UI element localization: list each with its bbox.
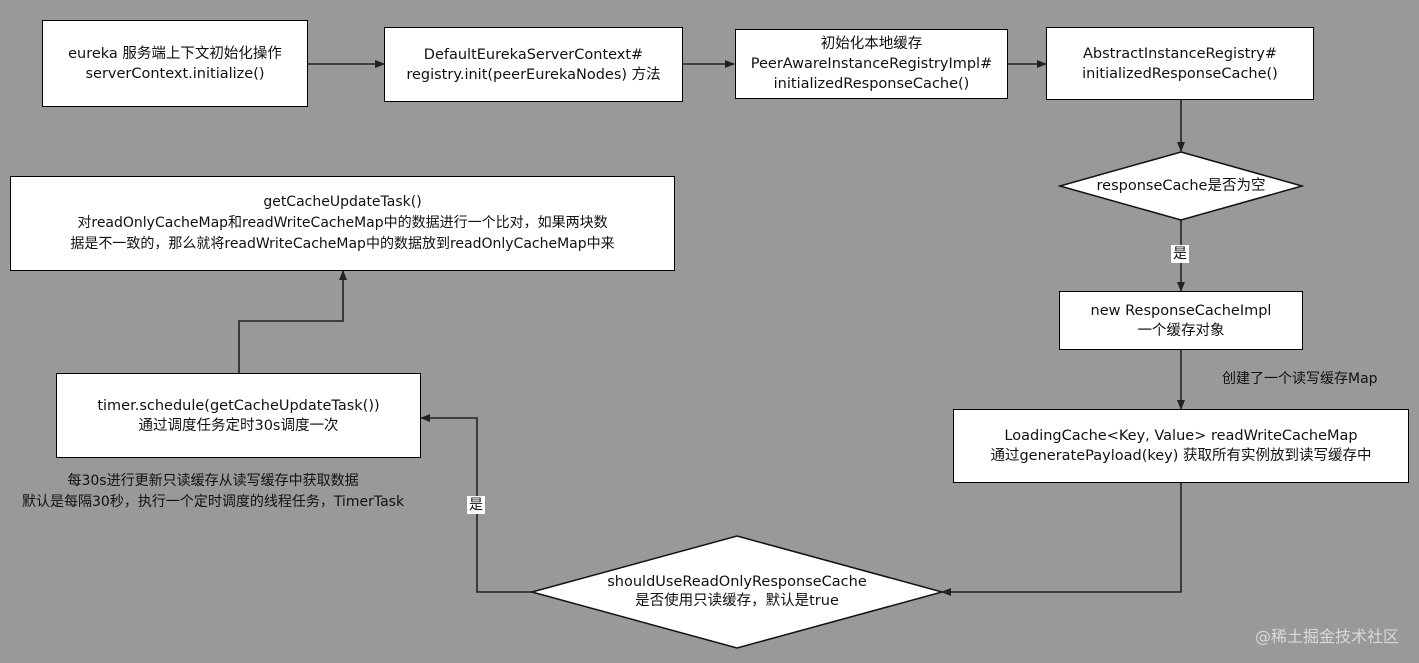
label-response-cache-empty: responseCache是否为空: [1060, 152, 1302, 220]
node-registry-init: DefaultEurekaServerContext# registry.ini…: [384, 27, 683, 102]
node-new-response-cache: new ResponseCacheImpl 一个缓存对象: [1059, 291, 1303, 350]
note-30s-update: 每30s进行更新只读缓存从读写缓存中获取数据 默认是每隔30秒，执行一个定时调度…: [22, 471, 404, 513]
label-should-use-readonly-line-2: 是否使用只读缓存，默认是true: [635, 593, 839, 609]
arrow-timer-to-cacheupdatetask: [238, 270, 347, 373]
arrow-loadingcache-to-readonly-decision: [941, 483, 1182, 596]
node-new-response-cache-line-2: 一个缓存对象: [1137, 322, 1225, 339]
label-should-use-readonly-line-1: shouldUseReadOnlyResponseCache: [607, 574, 867, 590]
node-loading-cache-line-2: 通过generatePayload(key) 获取所有实例放到读写缓存中: [990, 448, 1372, 464]
node-timer-schedule-line-1: timer.schedule(getCacheUpdateTask()): [97, 397, 380, 414]
node-init-local-cache: 初始化本地缓存 PeerAwareInstanceRegistryImpl# i…: [735, 29, 1008, 99]
label-created-rw-map: 创建了一个读写缓存Map: [1222, 371, 1378, 387]
node-abstract-registry-line-1: AbstractInstanceRegistry#: [1082, 45, 1278, 62]
edge-label-yes-2: 是: [467, 496, 485, 514]
label-response-cache-empty-text: responseCache是否为空: [1096, 177, 1266, 194]
node-cache-update-task-line-3: 据是不一致的，那么就将readWriteCacheMap中的数据放到readOn…: [70, 236, 615, 252]
label-should-use-readonly: shouldUseReadOnlyResponseCache 是否使用只读缓存，…: [560, 562, 914, 622]
node-cache-update-task-line-2: 对readOnlyCacheMap和readWriteCacheMap中的数据进…: [77, 215, 608, 231]
node-timer-schedule-line-2: 通过调度任务定时30s调度一次: [138, 417, 339, 434]
node-registry-init-line-2: registry.init(peerEurekaNodes) 方法: [406, 66, 661, 83]
watermark: @稀土掘金技术社区: [1254, 627, 1399, 646]
node-registry-init-line-1: DefaultEurekaServerContext#: [423, 46, 644, 63]
node-init-context: eureka 服务端上下文初始化操作 serverContext.initial…: [42, 20, 308, 107]
node-timer-schedule: timer.schedule(getCacheUpdateTask()) 通过调…: [56, 373, 421, 458]
node-abstract-registry: AbstractInstanceRegistry# initializedRes…: [1046, 27, 1314, 100]
note-30s-update-line-2: 默认是每隔30秒，执行一个定时调度的线程任务，TimerTask: [22, 494, 405, 510]
decision-should-use-readonly: [529, 535, 945, 649]
node-init-context-line-2: serverContext.initialize(): [85, 65, 265, 82]
node-init-context-line-1: eureka 服务端上下文初始化操作: [68, 45, 282, 62]
node-abstract-registry-line-2: initializedResponseCache(): [1082, 65, 1278, 82]
node-init-local-cache-line-2: PeerAwareInstanceRegistryImpl#: [750, 56, 993, 72]
decision-response-cache-empty: [1057, 151, 1305, 221]
node-cache-update-task: getCacheUpdateTask() 对readOnlyCacheMap和r…: [10, 176, 675, 271]
node-init-local-cache-line-1: 初始化本地缓存: [820, 36, 923, 52]
note-30s-update-line-1: 每30s进行更新只读缓存从读写缓存中获取数据: [67, 473, 359, 489]
node-cache-update-task-line-1: getCacheUpdateTask(): [263, 194, 422, 210]
node-new-response-cache-line-1: new ResponseCacheImpl: [1090, 302, 1272, 319]
edge-label-yes-1: 是: [1171, 245, 1189, 263]
node-init-local-cache-line-3: initializedResponseCache(): [773, 76, 970, 92]
node-loading-cache: LoadingCache<Key, Value> readWriteCacheM…: [953, 409, 1409, 483]
node-loading-cache-line-1: LoadingCache<Key, Value> readWriteCacheM…: [1004, 428, 1358, 444]
